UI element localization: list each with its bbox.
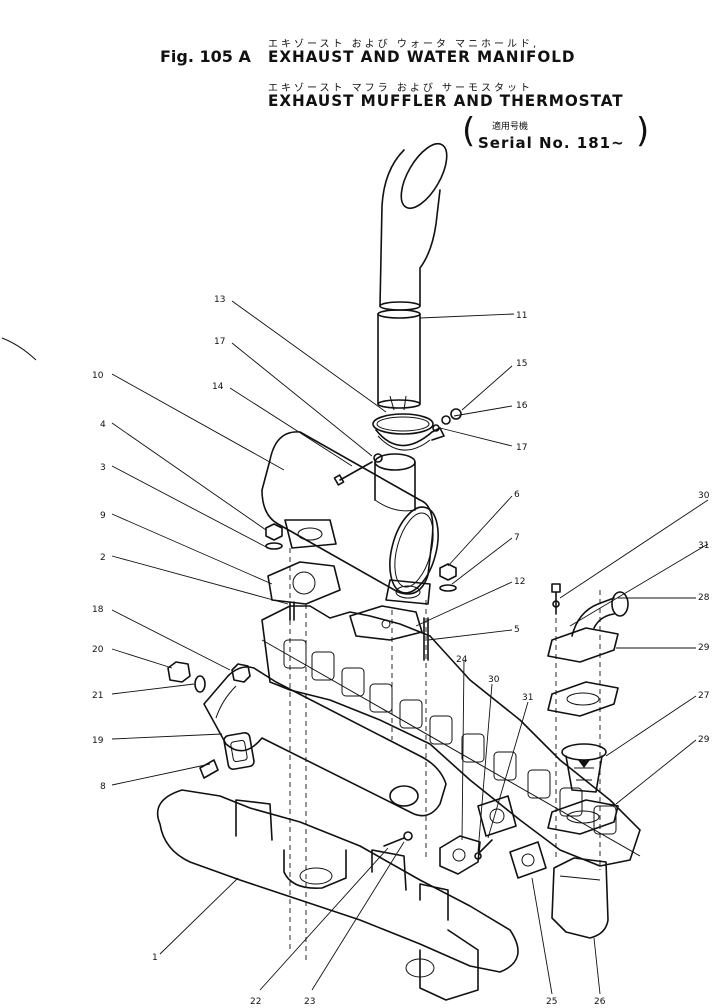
callout-30-right: 30 [698, 491, 710, 501]
callout-5: 5 [514, 625, 520, 635]
gasket-9 [267, 561, 341, 605]
callout-16: 16 [516, 401, 528, 411]
callout-17-lower: 17 [516, 443, 527, 453]
gasket-24 [439, 835, 481, 875]
callout-11: 11 [516, 311, 527, 321]
callout-14: 14 [212, 382, 224, 392]
assembly-centerlines [289, 548, 601, 960]
callout-27: 27 [698, 691, 709, 701]
callout-23: 23 [304, 997, 315, 1007]
figure-number: Fig. 105 A [160, 47, 251, 66]
nut-washer-right [439, 563, 457, 592]
serial-kana: 適用号機 [492, 122, 529, 132]
callout-30-mid: 30 [488, 675, 500, 685]
title-kana-1: エキゾースト および ウォータ マニホールド, [268, 39, 540, 50]
nut-washer-set [432, 408, 462, 432]
callout-22: 22 [250, 997, 261, 1007]
muffler [261, 431, 439, 605]
plug-20-21 [167, 661, 206, 693]
callout-18: 18 [92, 605, 104, 615]
gasket-8 [223, 731, 255, 771]
plug-18 [231, 663, 251, 683]
gasket-25 [509, 841, 547, 879]
bolt-22-23 [383, 831, 413, 847]
callout-4: 4 [100, 420, 106, 430]
nut-washer-left [265, 523, 283, 550]
callout-20: 20 [92, 645, 104, 655]
callout-28: 28 [698, 593, 710, 603]
callout-29-lower: 29 [698, 735, 710, 745]
callout-15: 15 [516, 359, 527, 369]
callout-6: 6 [514, 490, 520, 500]
callout-17-upper: 17 [214, 337, 225, 347]
callout-3: 3 [100, 463, 106, 473]
title-line-1: EXHAUST AND WATER MANIFOLD [268, 47, 576, 66]
serial-paren-open: ( [462, 111, 476, 151]
callout-24: 24 [456, 655, 468, 665]
callout-numbers: 13 17 14 10 4 3 9 2 18 20 21 19 8 1 11 1… [92, 295, 710, 1007]
port-gaskets [283, 639, 617, 835]
water-manifold [203, 666, 447, 817]
callout-1: 1 [152, 953, 158, 963]
thermostat [561, 743, 607, 793]
callout-26: 26 [594, 997, 606, 1007]
callout-19: 19 [92, 736, 104, 746]
callout-9: 9 [100, 511, 106, 521]
callout-10: 10 [92, 371, 104, 381]
margin-mark [1, 337, 37, 361]
callout-13: 13 [214, 295, 225, 305]
serial-range: Serial No. 181~ [478, 134, 625, 152]
water-outlet [547, 591, 629, 663]
serial-paren-close: ) [636, 111, 650, 151]
bolt [333, 453, 383, 486]
fitting-8 [199, 759, 219, 779]
outlet-flange [477, 795, 517, 837]
clamp [372, 413, 445, 451]
engine-block [261, 605, 641, 867]
exhaust-stack [379, 143, 448, 311]
callout-7: 7 [514, 533, 520, 543]
bolt-30-31 [474, 839, 493, 860]
gasket-29-upper [547, 681, 619, 717]
callout-12: 12 [514, 577, 525, 587]
callout-29-upper: 29 [698, 643, 710, 653]
callout-8: 8 [100, 782, 106, 792]
callout-25: 25 [546, 997, 557, 1007]
title-kana-2: エキゾースト マフラ および サーモスタット [268, 83, 534, 94]
callout-31-right: 31 [698, 541, 709, 551]
callout-2: 2 [100, 553, 106, 563]
title-line-2: EXHAUST MUFFLER AND THERMOSTAT [268, 91, 624, 110]
callout-31-mid: 31 [522, 693, 533, 703]
exhaust-manifold [156, 789, 519, 1001]
exhaust-pipe [377, 309, 421, 411]
callout-21: 21 [92, 691, 103, 701]
gasket-29-lower [547, 799, 619, 835]
gasket-12 [349, 605, 423, 641]
leader-lines [111, 300, 709, 995]
bolt-30-washer-31 [551, 583, 561, 615]
thermostat-housing [551, 857, 609, 939]
